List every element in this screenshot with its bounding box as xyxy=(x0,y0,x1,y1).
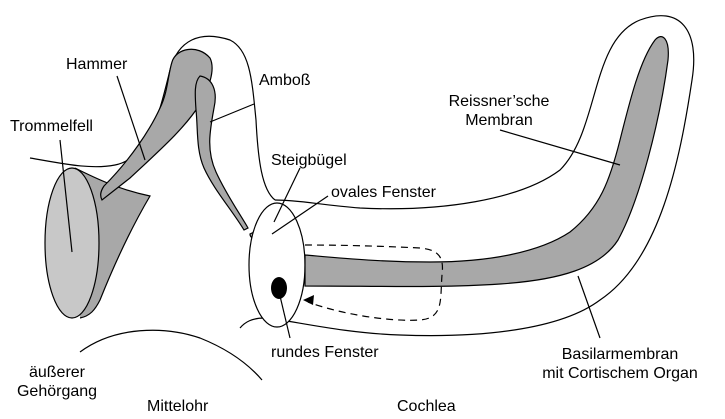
label-aeusserer-line1: äußerer xyxy=(0,363,114,382)
label-basilarmembran: Basilarmembran mit Cortischem Organ xyxy=(518,345,722,383)
label-steigbuegel: Steigbügel xyxy=(271,151,347,170)
label-aeusserer-gehoergang: äußerer Gehörgang xyxy=(0,363,114,401)
label-reissner: Reissner’sche Membran xyxy=(438,92,560,130)
label-reissner-line2: Membran xyxy=(438,111,560,130)
label-aeusserer-line2: Gehörgang xyxy=(0,382,114,401)
label-reissner-line1: Reissner’sche xyxy=(438,92,560,111)
basilarmembran-band xyxy=(305,37,668,287)
label-trommelfell: Trommelfell xyxy=(10,117,93,136)
label-hammer: Hammer xyxy=(66,55,127,74)
label-basilar-line1: Basilarmembran xyxy=(518,345,722,364)
rundes-fenster-shape xyxy=(271,277,287,299)
amboss-ossicle xyxy=(195,76,248,230)
label-basilar-line2: mit Cortischem Organ xyxy=(518,364,722,383)
trommelfell-ellipse xyxy=(45,168,99,318)
label-mittelohr: Mittelohr xyxy=(147,397,208,416)
vestibule-ellipse xyxy=(249,203,305,327)
sound-arrowhead xyxy=(303,295,314,305)
label-rundes-fenster: rundes Fenster xyxy=(271,343,379,362)
label-amboss: Amboß xyxy=(259,71,311,90)
label-cochlea: Cochlea xyxy=(397,397,456,416)
label-ovales-fenster: ovales Fenster xyxy=(331,183,436,202)
